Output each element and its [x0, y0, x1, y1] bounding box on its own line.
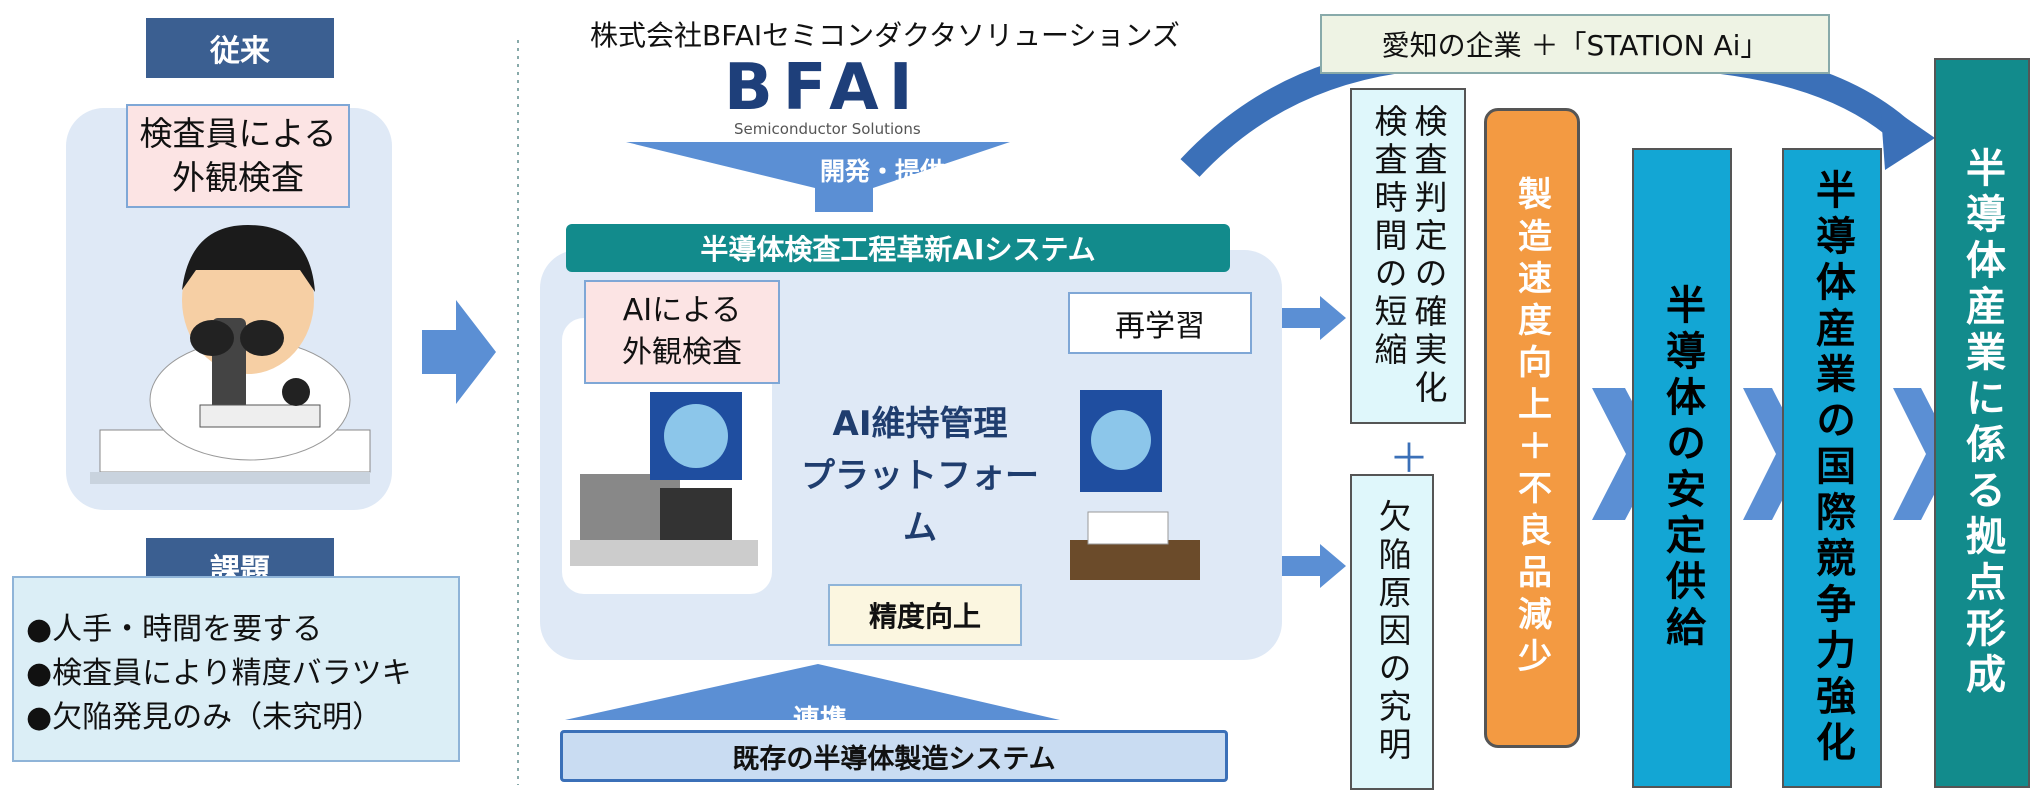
curved-arrowhead [1880, 100, 1935, 170]
arrow-to-result-a [1282, 296, 1346, 340]
conventional-header: 従来 [146, 18, 334, 78]
outcome-3-box: 半導体産業の国際競争力強化 [1782, 148, 1882, 788]
outcome-4-box: 半導体産業に係る拠点形成 [1934, 58, 2030, 788]
platform-label: AI維持管理 プラットフォーム [801, 404, 1039, 548]
aichi-box: 愛知の企業 ＋「STATION Ai」 [1320, 14, 1830, 74]
flow-arrow-right [422, 300, 496, 404]
ai-inspection-box: AIによる 外観検査 [584, 280, 780, 384]
company-name: 株式会社BFAIセミコンダクタソリューションズ [590, 19, 1180, 52]
accuracy-box: 精度向上 [828, 584, 1022, 646]
outcome-1-box: 製造速度向上＋不良品減少 [1484, 108, 1580, 748]
dev-label: 開発・提供 [820, 157, 946, 186]
issue-item: ●欠陥発見のみ（未究明） [26, 700, 383, 735]
outcome-2-box: 半導体の安定供給 [1632, 148, 1732, 788]
logo-main: BFAI [724, 51, 923, 125]
link-arrow [565, 664, 1060, 720]
system-title: 半導体検査工程革新AIシステム [566, 224, 1230, 272]
existing-system-box: 既存の半導体製造システム [560, 730, 1228, 782]
result-a-box: 検査判定の確実化 検査時間の短縮 [1350, 88, 1466, 424]
issues-panel: ●人手・時間を要する ●検査員により精度バラツキ ●欠陥発見のみ（未究明） [12, 576, 460, 762]
issue-item: ●検査員により精度バラツキ [26, 656, 412, 691]
inspector-box: 検査員による 外観検査 [126, 104, 350, 208]
logo-sub: Semiconductor Solutions [734, 120, 921, 138]
bfai-logo: BFAI Semiconductor Solutions [724, 56, 1064, 140]
result-b-box: 欠陥原因の究明 [1350, 474, 1434, 790]
issue-item: ●人手・時間を要する [26, 612, 323, 647]
dev-arrow [626, 142, 1010, 212]
arrow-to-result-b [1282, 544, 1346, 588]
chevron-1 [1592, 388, 1660, 520]
relearn-card [1060, 318, 1270, 594]
relearn-box: 再学習 [1068, 292, 1252, 354]
